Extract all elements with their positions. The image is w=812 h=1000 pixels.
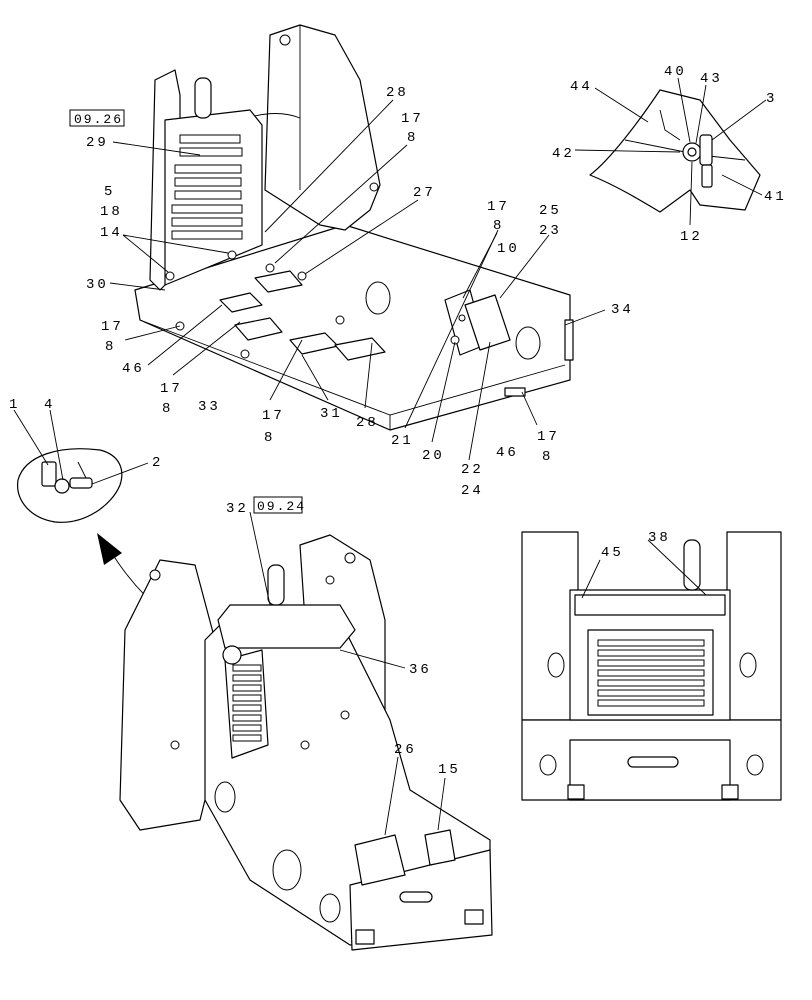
- top-grille-slots: [171, 134, 243, 240]
- bottom-grille-slots: [232, 664, 262, 742]
- callout-42: 42: [552, 146, 575, 162]
- callout-labels: 28 17 8 27 29 5 18 14 17 8 10 25 23 30 3…: [9, 64, 787, 778]
- callout-25: 25: [539, 203, 562, 219]
- bottom-frame-assembly: [119, 534, 493, 951]
- callout-3: 3: [766, 91, 777, 107]
- callout-8c: 8: [105, 339, 116, 355]
- callout-8b: 8: [493, 218, 504, 234]
- callout-20: 20: [422, 448, 445, 464]
- ref-box-09-24: [253, 496, 303, 514]
- ref-09-26-label: 09.26: [74, 112, 123, 127]
- latch-detail: [589, 89, 761, 213]
- callout-46b: 46: [496, 445, 519, 461]
- callout-8d: 8: [162, 401, 173, 417]
- ref-09-24-label: 09.24: [257, 499, 306, 514]
- leader-lines: [13, 77, 767, 836]
- callout-41: 41: [764, 189, 787, 205]
- small-latch-detail: [17, 448, 123, 523]
- rear-view: [521, 531, 782, 801]
- callout-26: 26: [394, 742, 417, 758]
- callout-22: 22: [461, 462, 484, 478]
- callout-10: 10: [497, 241, 520, 257]
- top-frame-assembly: [134, 24, 574, 431]
- callout-17a: 17: [401, 111, 424, 127]
- callout-8e: 8: [264, 430, 275, 446]
- callout-43: 43: [700, 71, 723, 87]
- callout-17e: 17: [262, 408, 285, 424]
- callout-28b: 28: [356, 415, 379, 431]
- callout-8a: 8: [407, 130, 418, 146]
- callout-18: 18: [100, 204, 123, 220]
- callout-30: 30: [86, 277, 109, 293]
- arrow-head: [97, 533, 122, 565]
- callout-29: 29: [86, 135, 109, 151]
- callout-36: 36: [409, 662, 432, 678]
- callout-17b: 17: [487, 199, 510, 215]
- callout-1: 1: [9, 397, 20, 413]
- callout-33: 33: [198, 399, 221, 415]
- callout-38: 38: [648, 530, 671, 546]
- callout-31: 31: [320, 406, 343, 422]
- callout-14: 14: [100, 225, 123, 241]
- callout-32: 32: [226, 501, 249, 517]
- callout-23: 23: [539, 223, 562, 239]
- ref-box-09-26: [69, 109, 125, 127]
- callout-17d: 17: [160, 381, 183, 397]
- callout-8f: 8: [542, 449, 553, 465]
- callout-15: 15: [438, 762, 461, 778]
- rear-grille-slots: [597, 639, 705, 707]
- callout-4: 4: [44, 397, 55, 413]
- callout-17f: 17: [537, 429, 560, 445]
- callout-44: 44: [570, 79, 593, 95]
- callout-27: 27: [413, 185, 436, 201]
- callout-46a: 46: [122, 361, 145, 377]
- callout-24: 24: [461, 483, 484, 499]
- callout-45: 45: [601, 545, 624, 561]
- callout-34: 34: [611, 302, 634, 318]
- callout-17c: 17: [101, 319, 124, 335]
- callout-2: 2: [152, 455, 163, 471]
- callout-21: 21: [391, 433, 414, 449]
- callout-12: 12: [680, 229, 703, 245]
- callout-40: 40: [664, 64, 687, 80]
- callout-5: 5: [104, 184, 115, 200]
- callout-28a: 28: [386, 85, 409, 101]
